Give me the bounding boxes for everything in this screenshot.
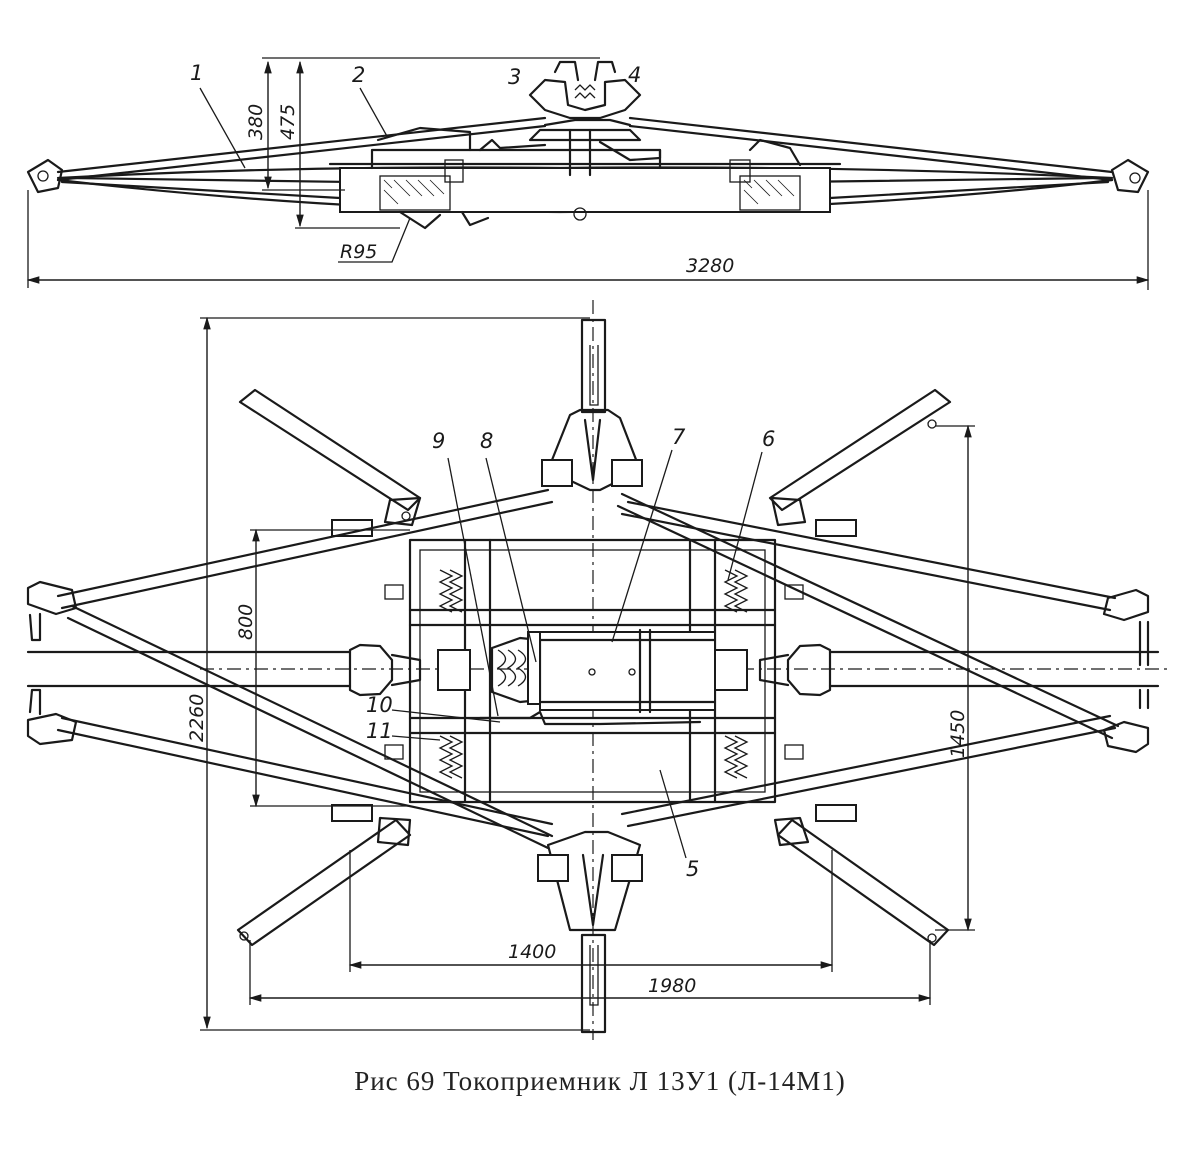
part-5-label: 5 [686, 857, 699, 881]
part-8-label: 8 [480, 429, 493, 453]
part-2-label: 2 [352, 63, 365, 87]
part-11-label: 11 [366, 719, 393, 743]
dim-800: 800 [235, 604, 257, 640]
part-10-label: 10 [366, 693, 393, 717]
part-7-label: 7 [672, 425, 686, 449]
bottom-shoe-holder [537, 830, 643, 1034]
left-end-hinge [26, 158, 64, 194]
dim-1450: 1450 [947, 710, 969, 758]
end-knuckles [26, 580, 1150, 754]
plan-view [26, 87, 1170, 1040]
dimension-labels: 380 475 R95 3280 800 2260 1450 1400 1980 [186, 104, 969, 997]
dim-380: 380 [245, 104, 267, 140]
upper-frame-arms [56, 488, 1117, 838]
base-legs [236, 388, 952, 947]
part-labels: 1 2 3 4 5 6 7 8 9 10 11 [190, 61, 775, 881]
figure-caption: Рис 69 Токоприемник Л 13У1 (Л-14М1) [354, 1066, 846, 1096]
base-body [328, 126, 842, 230]
leaders [199, 87, 763, 859]
part-6-label: 6 [762, 427, 775, 451]
side-view [26, 57, 1150, 290]
dim-475: 475 [277, 104, 299, 140]
central-head [528, 60, 662, 177]
part-3-label: 3 [508, 65, 521, 89]
dim-r95: R95 [340, 241, 377, 263]
top-shoe-holder [541, 318, 643, 492]
dim-3280: 3280 [686, 255, 734, 277]
right-end-hinge [1110, 158, 1150, 194]
dim-2260: 2260 [186, 694, 208, 742]
central-frame [348, 538, 832, 804]
plan-dimensions [200, 316, 975, 1031]
part-1-label: 1 [190, 61, 203, 85]
side-dimensions [26, 57, 1150, 290]
dim-1980: 1980 [648, 975, 696, 997]
part-9-label: 9 [432, 429, 445, 453]
dim-1400: 1400 [508, 941, 556, 963]
upper-arm-right [628, 116, 1114, 182]
part-4-label: 4 [628, 63, 641, 87]
cross-arms [66, 492, 1120, 850]
